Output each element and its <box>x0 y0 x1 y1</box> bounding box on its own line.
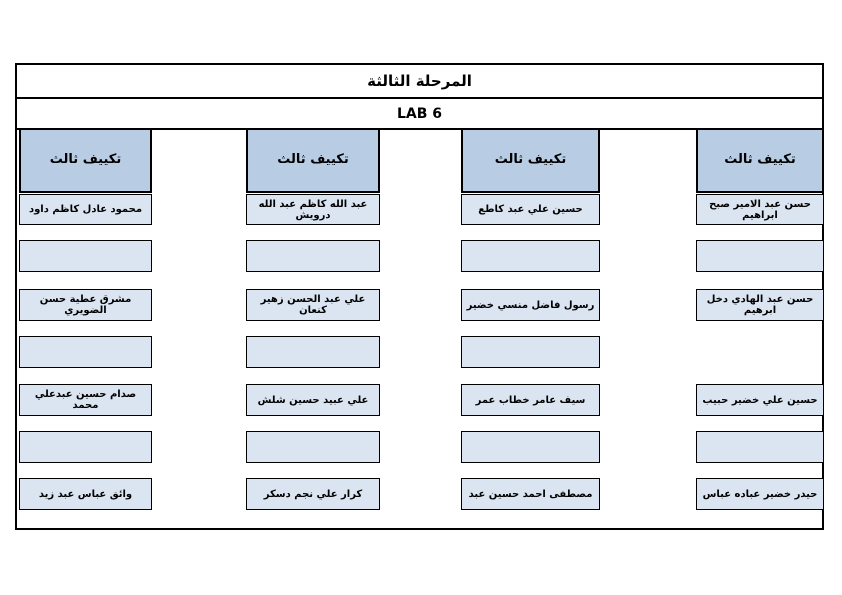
student-name-cell: مشرق عطية حسن الضويري <box>19 289 152 321</box>
page-title: المرحلة الثالثة <box>17 65 822 99</box>
student-name-cell: علي عبد الحسن زهير كنعان <box>246 289 380 321</box>
student-name-cell: حسن عبد الامير صبح ابراهيم <box>696 194 824 225</box>
group-header: تكييف ثالث <box>461 128 600 193</box>
group-column-3: تكييف ثالث حسين علي عبد كاطع رسول فاضل م… <box>461 0 600 595</box>
student-name-cell: وائق عباس عبد زيد <box>19 478 152 510</box>
student-name-cell: حسين علي خضير حبيب <box>696 384 824 416</box>
lab-label: LAB 6 <box>17 99 822 130</box>
empty-seat-cell <box>19 240 152 272</box>
student-name-cell: محمود عادل كاظم داود <box>19 194 152 225</box>
student-name-cell: عبد الله كاظم عبد الله درويش <box>246 194 380 225</box>
empty-seat-cell <box>19 431 152 463</box>
student-name-cell: حسن عبد الهادي دخل ابرهيم <box>696 289 824 321</box>
student-name-cell: حسين علي عبد كاطع <box>461 194 600 225</box>
empty-seat-cell <box>696 240 824 272</box>
group-column-4: تكييف ثالث حسن عبد الامير صبح ابراهيم حس… <box>696 0 824 595</box>
student-name-cell: سيف عامر خطاب عمر <box>461 384 600 416</box>
group-column-2: تكييف ثالث عبد الله كاظم عبد الله درويش … <box>246 0 380 595</box>
group-header: تكييف ثالث <box>696 128 824 193</box>
empty-seat-cell <box>246 240 380 272</box>
empty-seat-cell <box>461 240 600 272</box>
empty-seat-cell <box>461 336 600 368</box>
empty-seat-cell <box>246 431 380 463</box>
group-header: تكييف ثالث <box>19 128 152 193</box>
student-name-cell: حيدر خضير عباده عباس <box>696 478 824 510</box>
student-name-cell: رسول فاضل منسي خضير <box>461 289 600 321</box>
student-name-cell: كرار علي نجم دسكر <box>246 478 380 510</box>
empty-seat-cell <box>696 431 824 463</box>
group-column-1: تكييف ثالث محمود عادل كاظم داود مشرق عطي… <box>19 0 152 595</box>
empty-seat-cell <box>461 431 600 463</box>
student-name-cell: مصطفى احمد حسين عبد <box>461 478 600 510</box>
student-name-cell: صدام حسين عبدعلي محمد <box>19 384 152 416</box>
student-name-cell: علي عبيد حسين شلش <box>246 384 380 416</box>
empty-seat-cell <box>19 336 152 368</box>
group-header: تكييف ثالث <box>246 128 380 193</box>
empty-seat-cell <box>246 336 380 368</box>
